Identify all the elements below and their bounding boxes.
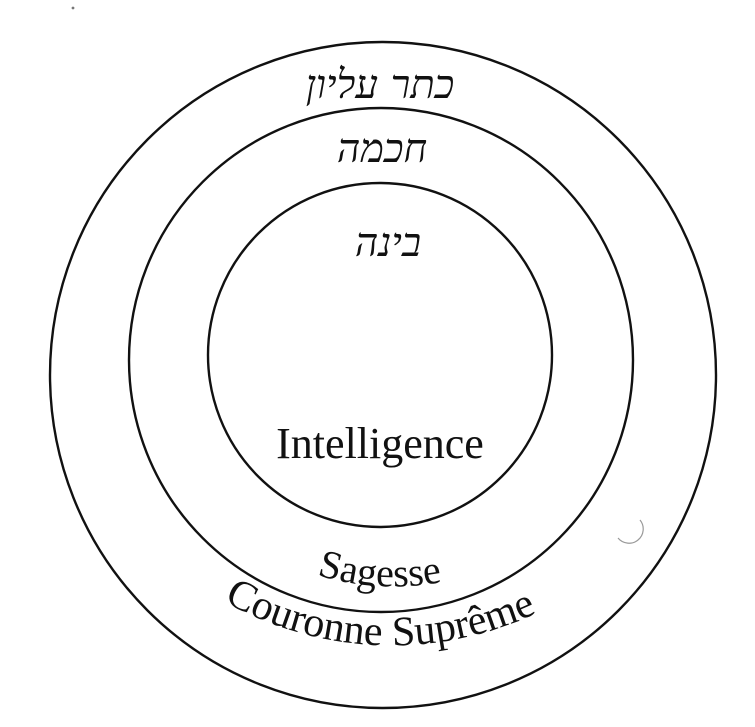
- middle-ring-french-label: Sagesse: [315, 540, 444, 595]
- middle-ring-hebrew-label: חכמה: [337, 126, 427, 172]
- scan-speck: [617, 519, 644, 544]
- middle-ring: [127, 106, 635, 614]
- inner-ring-french-label: Intelligence: [276, 419, 484, 468]
- inner-ring: [206, 181, 554, 529]
- scan-dot: [71, 6, 75, 10]
- outer-ring: [48, 40, 718, 710]
- outer-ring-hebrew-label: כתר עליון: [306, 62, 455, 108]
- inner-ring-hebrew-label: בינה: [355, 220, 421, 266]
- middle-ring-french-textpath: Sagesse: [315, 540, 444, 595]
